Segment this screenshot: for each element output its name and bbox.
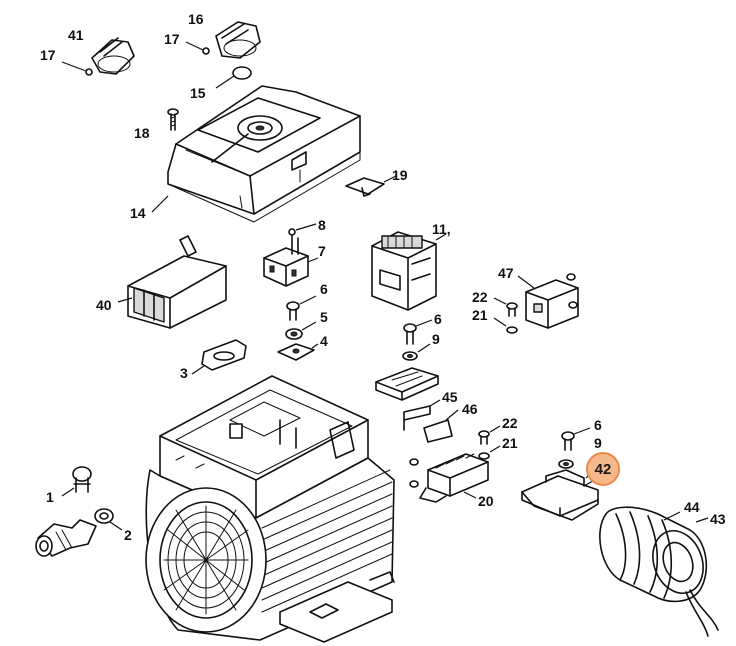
highlighted-part-42[interactable]: 42 (586, 452, 620, 486)
part-6-screw-c (561, 427, 591, 451)
part-7-switch (263, 235, 319, 287)
label-45: 45 (442, 389, 458, 405)
label-9-b: 9 (594, 435, 602, 451)
label-42: 42 (594, 460, 612, 478)
part-17-screw-left (61, 61, 93, 76)
label-4: 4 (320, 333, 328, 349)
part-41-cover-cap (91, 37, 135, 75)
part-16-cover-cap (215, 21, 261, 59)
part-2-cable-gland (35, 508, 123, 557)
part-6-screw-b (403, 319, 433, 345)
label-43: 43 (710, 511, 726, 527)
part-8-screw (288, 223, 317, 236)
label-6-a: 6 (320, 281, 328, 297)
label-22-b: 22 (502, 415, 518, 431)
label-5: 5 (320, 309, 328, 325)
label-41: 41 (68, 27, 84, 43)
part-43-capacitor-cylinder (599, 506, 719, 637)
label-17-right: 17 (164, 31, 180, 47)
label-44: 44 (684, 499, 700, 515)
label-22-a: 22 (472, 289, 488, 305)
label-14: 14 (130, 205, 146, 221)
part-1-plug (61, 466, 92, 497)
part-46-connector (423, 409, 459, 443)
bracket-plate (375, 367, 439, 401)
part-47-capacitor (517, 273, 579, 329)
label-46: 46 (462, 401, 478, 417)
part-9-washer-b (558, 459, 574, 469)
label-19: 19 (392, 167, 408, 183)
label-9-a: 9 (432, 331, 440, 347)
label-47: 47 (498, 265, 514, 281)
label-20: 20 (478, 493, 494, 509)
label-2: 2 (124, 527, 132, 543)
label-21-b: 21 (502, 435, 518, 451)
part-19-clip (345, 175, 397, 197)
part-45-connector (403, 399, 441, 431)
part-14-terminal-cover (151, 85, 361, 223)
part-3-grommet (191, 339, 247, 375)
part-9-washer-a (402, 343, 431, 361)
part-42-bracket (521, 469, 599, 521)
label-15: 15 (190, 85, 206, 101)
part-6-screw-a (286, 295, 317, 321)
label-6-b: 6 (434, 311, 442, 327)
part-5-washer (285, 321, 317, 340)
label-21-a: 21 (472, 307, 488, 323)
part-17-screw-right (185, 41, 210, 55)
part-18-screw (167, 108, 179, 131)
label-17-left: 17 (40, 47, 56, 63)
label-3: 3 (180, 365, 188, 381)
part-40-protection-switch (117, 235, 227, 329)
label-40: 40 (96, 297, 112, 313)
part-15-o-ring (215, 66, 252, 89)
part-11-contactor (371, 231, 447, 311)
label-11: 11, (432, 221, 451, 237)
part-44-strap (615, 511, 681, 599)
label-8: 8 (318, 217, 326, 233)
label-6-c: 6 (594, 417, 602, 433)
part-21-washer-a (493, 317, 518, 334)
part-4-nut-plate (277, 343, 319, 361)
motor-housing (145, 375, 395, 643)
label-18: 18 (134, 125, 150, 141)
part-21-washer-b (478, 445, 501, 460)
label-7: 7 (318, 243, 326, 259)
label-16: 16 (188, 11, 204, 27)
part-22-screw-b (478, 425, 501, 445)
label-1: 1 (46, 489, 54, 505)
part-22-screw-a (493, 297, 518, 317)
part-20-terminal-strip (409, 453, 489, 503)
